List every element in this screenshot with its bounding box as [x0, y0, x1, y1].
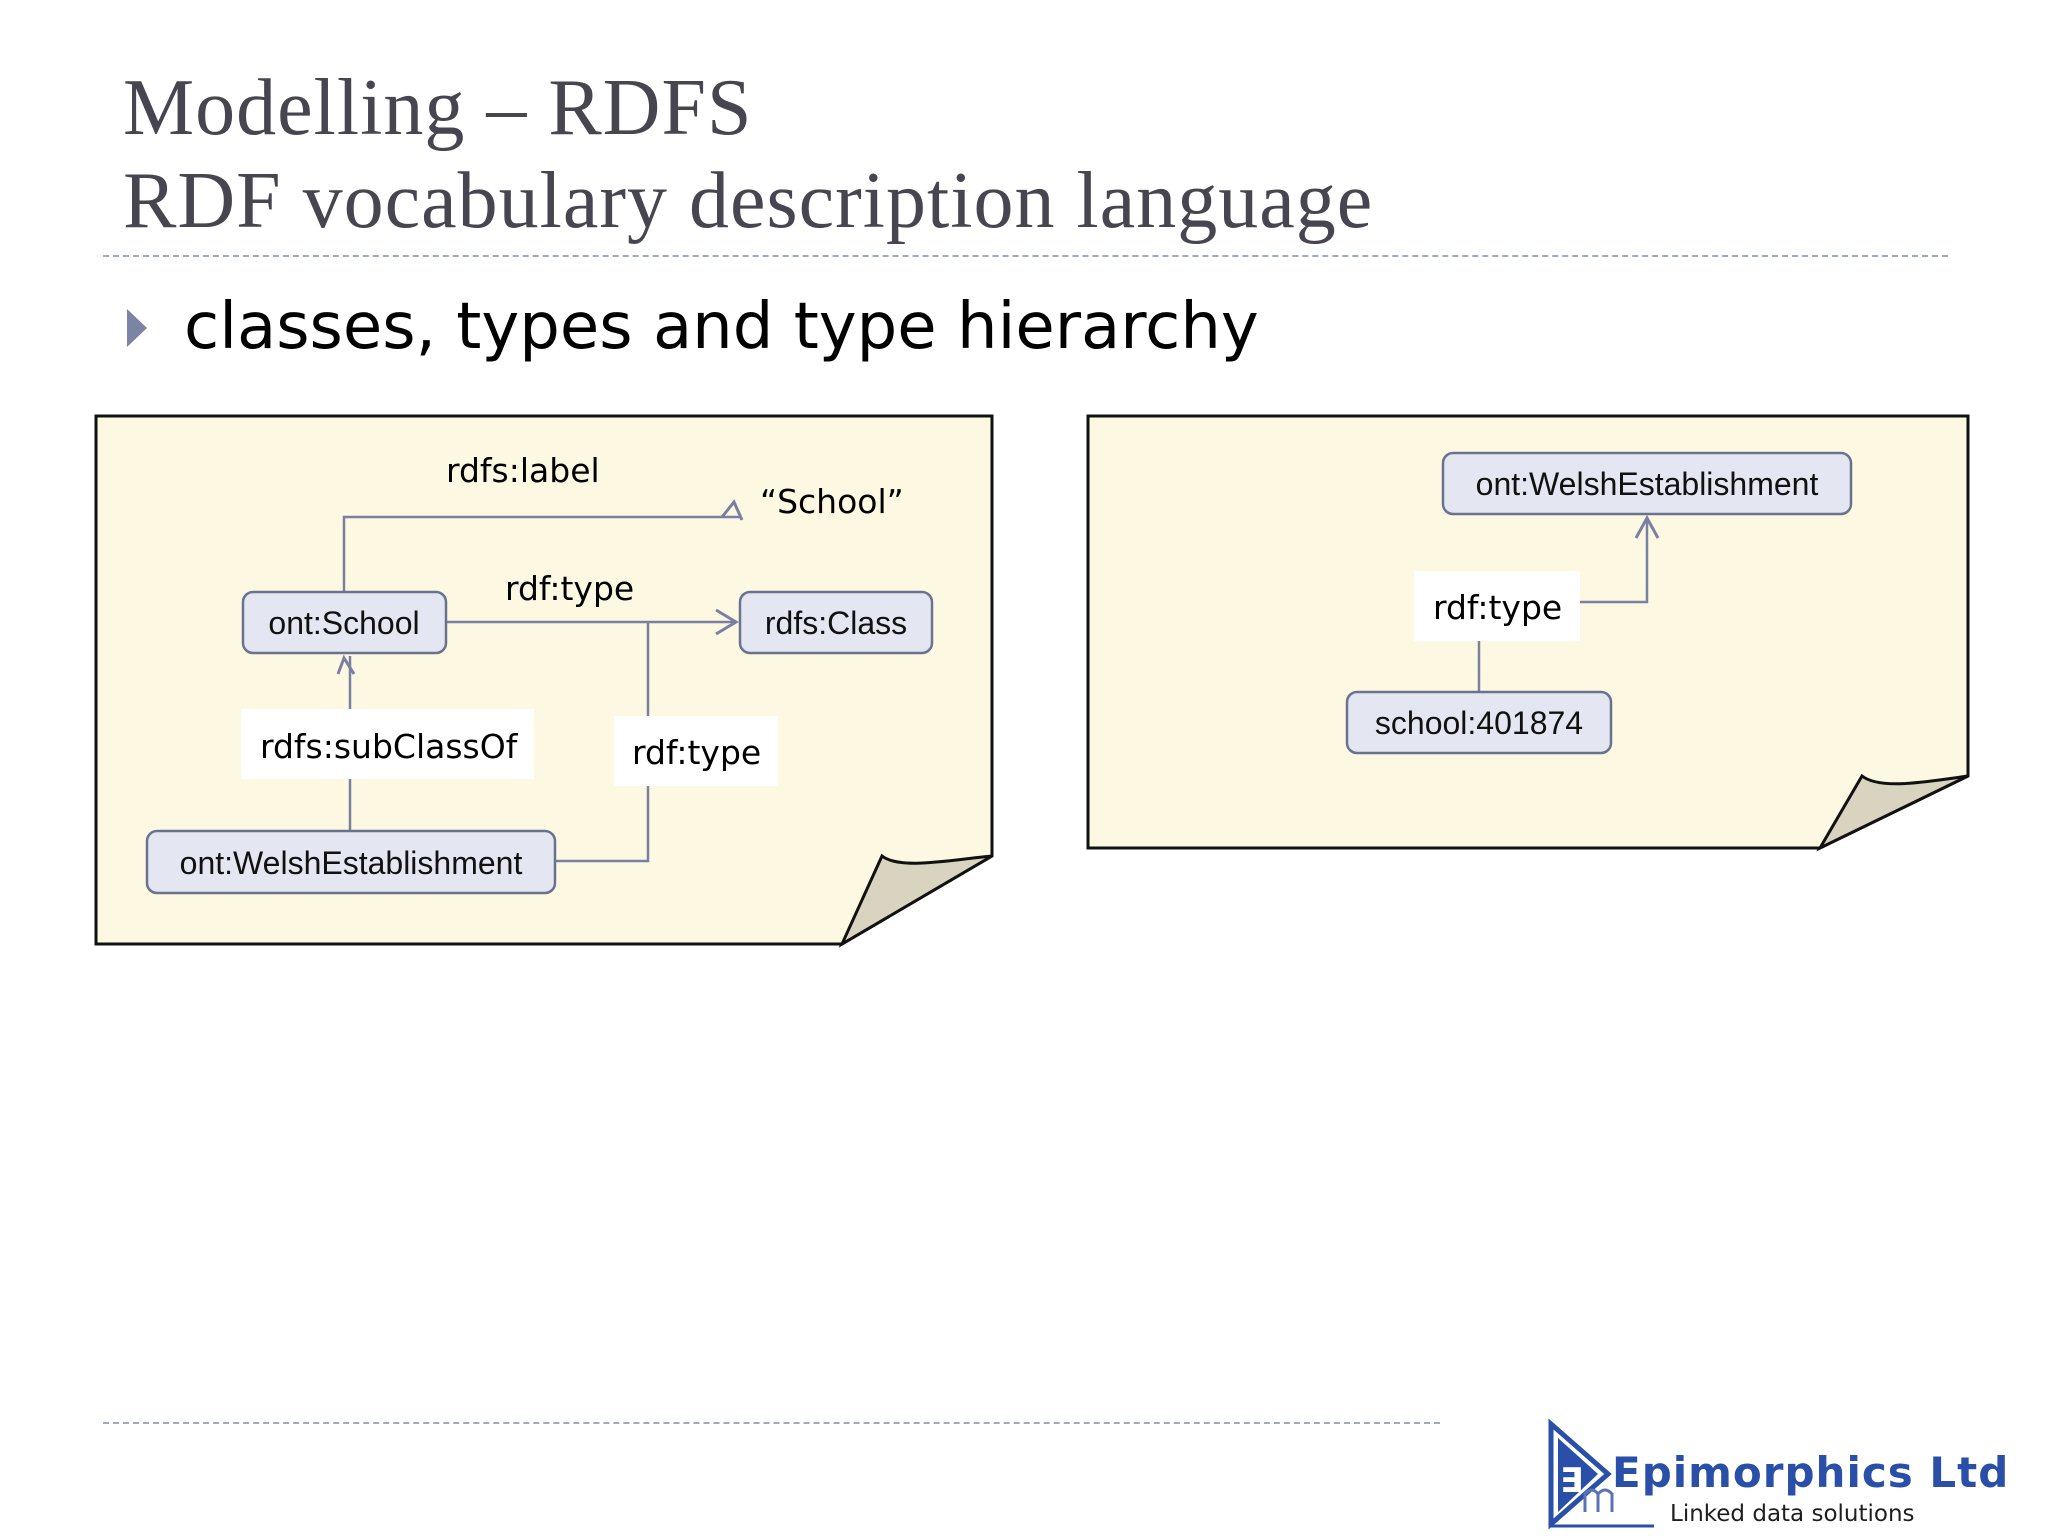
- node-ont-school: ont:School: [241, 590, 448, 655]
- footer-divider: [103, 1422, 1440, 1424]
- subclass-label-bg: [241, 709, 534, 779]
- edge-label-right-rdf-type: rdf:type: [1433, 588, 1562, 627]
- node-right-welsh-label: ont:WelshEstablishment: [1476, 466, 1819, 502]
- bullet-text: classes, types and type hierarchy: [184, 290, 1259, 364]
- logo-name: Epimorphics Ltd: [1612, 1448, 2010, 1497]
- node-rdfs-class: rdfs:Class: [738, 590, 934, 655]
- edge-label-rdfs-subclassof: rdfs:subClassOf: [260, 727, 519, 766]
- svg-text:∃: ∃: [1560, 1461, 1583, 1501]
- logo-tagline: Linked data solutions: [1670, 1501, 1915, 1527]
- right-type-label-bg: [1414, 571, 1580, 641]
- edge-rdf-type-bottom: [556, 622, 650, 863]
- edge-rdfs-label: [342, 499, 744, 592]
- node-ont-school-label: ont:School: [268, 605, 419, 641]
- edge-rdf-type-top: [446, 608, 739, 636]
- edge-label-rdf-type-bottom: rdf:type: [632, 733, 761, 772]
- title-line-1: Modelling – RDFS: [123, 64, 753, 152]
- edge-label-rdf-type-top: rdf:type: [505, 569, 634, 608]
- title-divider: [103, 255, 1948, 257]
- node-welsh-label: ont:WelshEstablishment: [180, 845, 523, 881]
- epimorphics-logo-icon: ∃: [1548, 1418, 1654, 1530]
- edge-label-rdfs-label: rdfs:label: [446, 451, 600, 490]
- literal-school: “School”: [760, 482, 904, 521]
- node-school-401874: school:401874: [1345, 690, 1613, 755]
- node-school-401874-label: school:401874: [1375, 705, 1583, 741]
- slide-title: Modelling – RDFS RDF vocabulary descript…: [123, 62, 1723, 248]
- type-bottom-label-bg: [614, 716, 778, 786]
- left-note: [94, 414, 994, 948]
- node-ont-welshestablishment: ont:WelshEstablishment: [145, 829, 557, 895]
- node-rdfs-class-label: rdfs:Class: [765, 605, 907, 641]
- bullet-arrow-icon: [127, 309, 147, 347]
- title-line-2: RDF vocabulary description language: [123, 157, 1374, 245]
- node-right-ont-welshestablishment: ont:WelshEstablishment: [1441, 451, 1853, 516]
